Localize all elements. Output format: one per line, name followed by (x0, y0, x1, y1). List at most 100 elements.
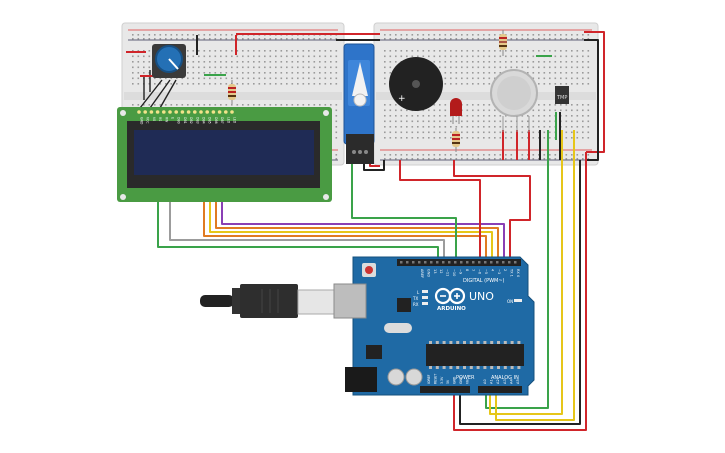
power-pin-label: GND (459, 376, 463, 384)
lcd-pin-label: DB6 (214, 117, 218, 124)
header-pin[interactable] (412, 261, 415, 264)
piezo-buzzer[interactable]: + (389, 57, 443, 111)
header-pin[interactable] (478, 261, 481, 264)
header-pin[interactable] (448, 261, 451, 264)
lcd-pin[interactable] (137, 110, 141, 114)
wire-buzzer (399, 160, 481, 262)
resistor-led (452, 128, 460, 152)
lcd-pin[interactable] (224, 110, 228, 114)
header-pin[interactable] (454, 261, 457, 264)
arduino-logo-icon (434, 287, 466, 305)
header-pin[interactable] (466, 261, 469, 264)
header-pin[interactable] (472, 261, 475, 264)
digital-pin-label: 7 (471, 269, 475, 271)
header-pin[interactable] (442, 261, 445, 264)
digital-pin-label: TX 1 (510, 268, 514, 277)
power-pin-label: 3.3V (440, 376, 444, 384)
digital-pin-label: ~6 (478, 269, 482, 274)
rx-led-label: RX (413, 302, 419, 307)
digital-pin-label: RX 0 (516, 269, 520, 277)
gas-sensor[interactable] (490, 69, 538, 132)
lcd-pin[interactable] (211, 110, 216, 114)
digital-header-label: DIGITAL (PWM~) (463, 278, 505, 284)
lcd-screen (134, 130, 314, 175)
lcd-pin-label: VCC (146, 117, 150, 124)
servo[interactable] (343, 43, 375, 164)
lcd-pin-label: GND (140, 117, 144, 125)
lcd-pin[interactable] (155, 110, 160, 114)
digital-pin-label: 8 (465, 269, 469, 271)
power-pin-label: Vin (465, 379, 469, 384)
lcd-pin[interactable] (217, 110, 222, 114)
power-pin-label: IOREF (427, 374, 431, 384)
wire-lcd-orange-1 (203, 200, 487, 262)
temperature-sensor[interactable]: TMP (555, 86, 569, 104)
led-red[interactable] (450, 98, 462, 124)
potentiometer[interactable] (152, 44, 186, 78)
wire-pot-lcd (139, 70, 177, 109)
header-pin[interactable] (490, 261, 493, 264)
wire-tmp-a1 (489, 130, 563, 415)
header-pin[interactable] (496, 261, 499, 264)
lcd-pin[interactable] (205, 110, 209, 114)
lcd-pin[interactable] (168, 110, 172, 114)
lcd-pin[interactable] (199, 110, 203, 114)
header-pin[interactable] (424, 261, 427, 264)
lcd-pin[interactable] (180, 110, 185, 114)
tx-led-label: TX (412, 296, 418, 301)
wire-gas-a0 (485, 130, 549, 409)
wire-right-rail-red (584, 31, 605, 153)
header-pin[interactable] (436, 261, 439, 264)
header-pin[interactable] (460, 261, 463, 264)
wire-lcd-purple (221, 200, 505, 262)
lcd-pin[interactable] (193, 110, 197, 114)
analog-pin-label: A2 (496, 379, 500, 384)
header-pin[interactable] (406, 261, 409, 264)
wire-lcd-yellow (209, 200, 493, 262)
digital-pin-label: ~10 (452, 269, 456, 276)
lcd-pin-label: DB5 (208, 117, 212, 124)
lcd-pin-label: DB4 (202, 117, 206, 124)
wire-gnd (459, 160, 581, 425)
header-pin[interactable] (502, 261, 505, 264)
header-pin[interactable] (514, 261, 517, 264)
lcd-pin[interactable] (162, 110, 166, 114)
digital-pin-label: GND (426, 269, 430, 277)
wire-lcd-green (157, 200, 439, 262)
lcd-pin-label: DB3 (195, 117, 199, 124)
wire-a2 (495, 130, 575, 421)
analog-header-label: ANALOG IN (491, 375, 519, 381)
lcd-pin[interactable] (186, 110, 191, 114)
wire-servo-gnd (363, 160, 385, 171)
digital-pin-label: 13 (433, 269, 437, 273)
wire-led (453, 160, 531, 262)
header-pin[interactable] (430, 261, 433, 264)
lcd-pin[interactable] (174, 110, 178, 114)
header-pin[interactable] (484, 261, 487, 264)
digital-pin-label: ~3 (497, 269, 501, 274)
lcd-pin-label: LED (226, 117, 230, 124)
analog-pin-label: A0 (483, 379, 487, 384)
wire-lcd-orange-2 (215, 200, 499, 262)
lcd-pin[interactable] (143, 110, 147, 114)
lcd-pin-label: DB0 (177, 117, 181, 124)
digital-header-pins (400, 261, 517, 264)
digital-pin-label: 4 (490, 269, 494, 272)
header-pin[interactable] (418, 261, 421, 264)
analog-pin-label: A1 (490, 379, 494, 384)
arduino-uno[interactable]: UNO ARDUINO DIGITAL (PWM~) POWER ANALOG … (333, 256, 535, 396)
header-pin[interactable] (400, 261, 403, 264)
lcd-pin-label: DB7 (220, 117, 224, 124)
analog-pin-label: A3 (503, 379, 507, 384)
power-pin-label: RESET (433, 374, 437, 384)
lcd-pin[interactable] (230, 110, 234, 114)
lcd-pin-label: V0 (152, 117, 156, 121)
lcd-pin[interactable] (149, 110, 154, 114)
analog-pin-label: A4 (509, 379, 513, 384)
header-pin[interactable] (508, 261, 511, 264)
resistor-left (228, 80, 236, 104)
